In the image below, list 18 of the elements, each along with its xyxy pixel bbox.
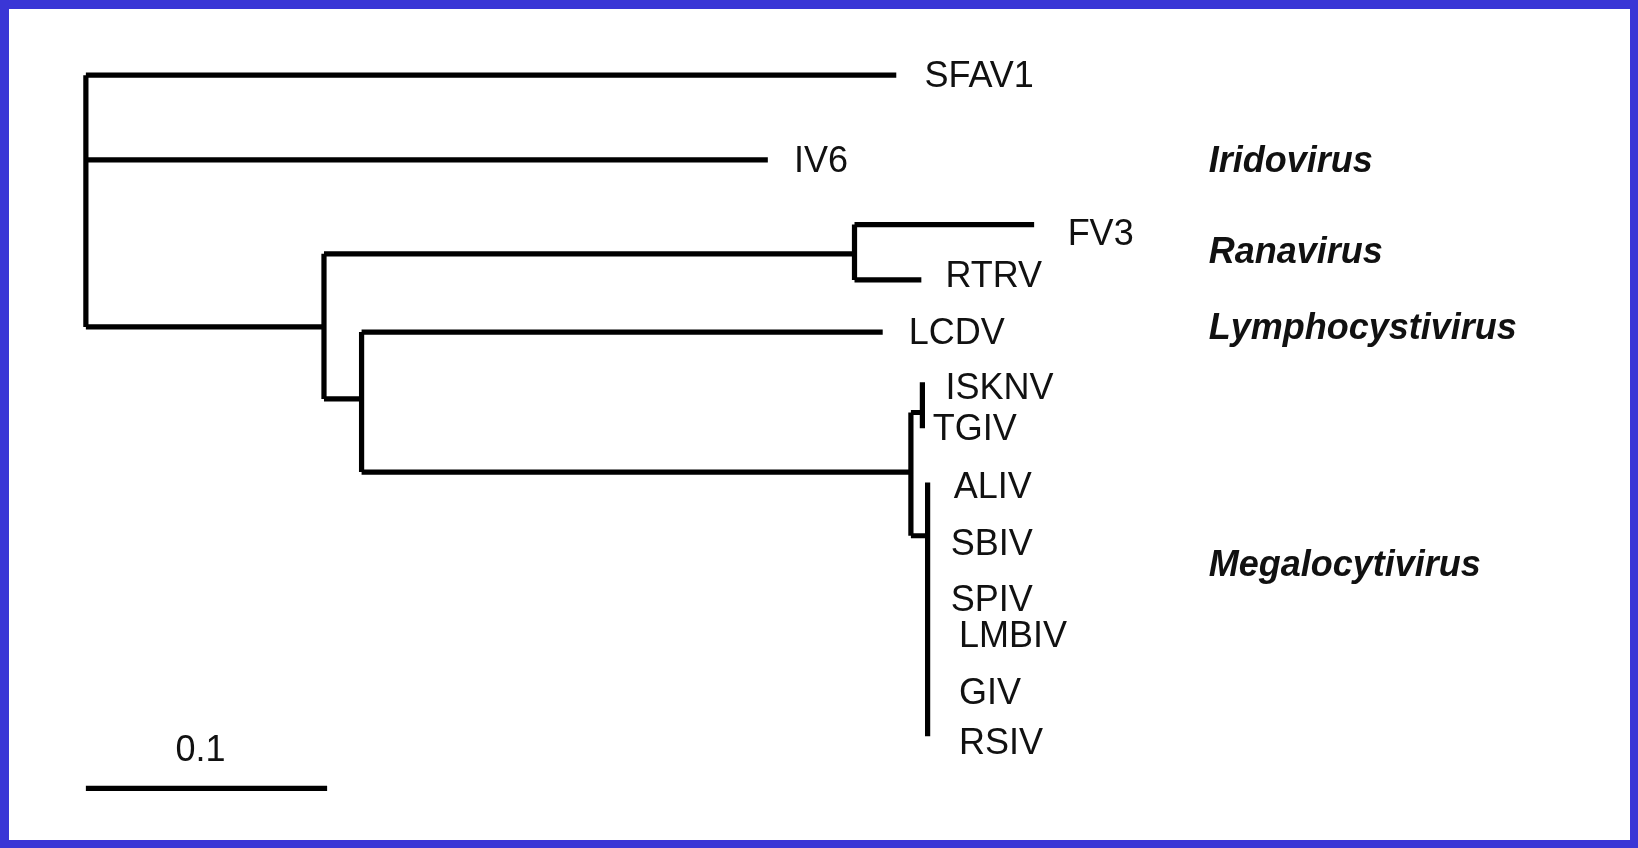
taxon-label: LCDV [908,314,1005,351]
genus-label: Iridovirus [1208,141,1373,178]
scale-value: 0.1 [175,731,226,767]
taxon-label: FV3 [1067,214,1134,251]
taxon-label: TGIV [932,410,1017,447]
taxon-label: ALIV [953,467,1032,504]
taxon-label: SPIV [950,580,1033,617]
taxon-label: IV6 [793,141,848,178]
genus-label: Megalocytivirus [1208,546,1481,583]
genus-label: Lymphocystivirus [1208,308,1517,345]
taxon-label: SFAV1 [924,57,1034,94]
taxon-label: LMBIV [958,617,1067,654]
taxon-label: SBIV [950,525,1033,562]
taxon-label: GIV [958,673,1021,710]
taxon-label: ISKNV [945,368,1054,405]
taxon-label: RTRV [945,256,1043,293]
genus-label: Ranavirus [1208,232,1383,269]
taxon-label: RSIV [958,723,1043,760]
